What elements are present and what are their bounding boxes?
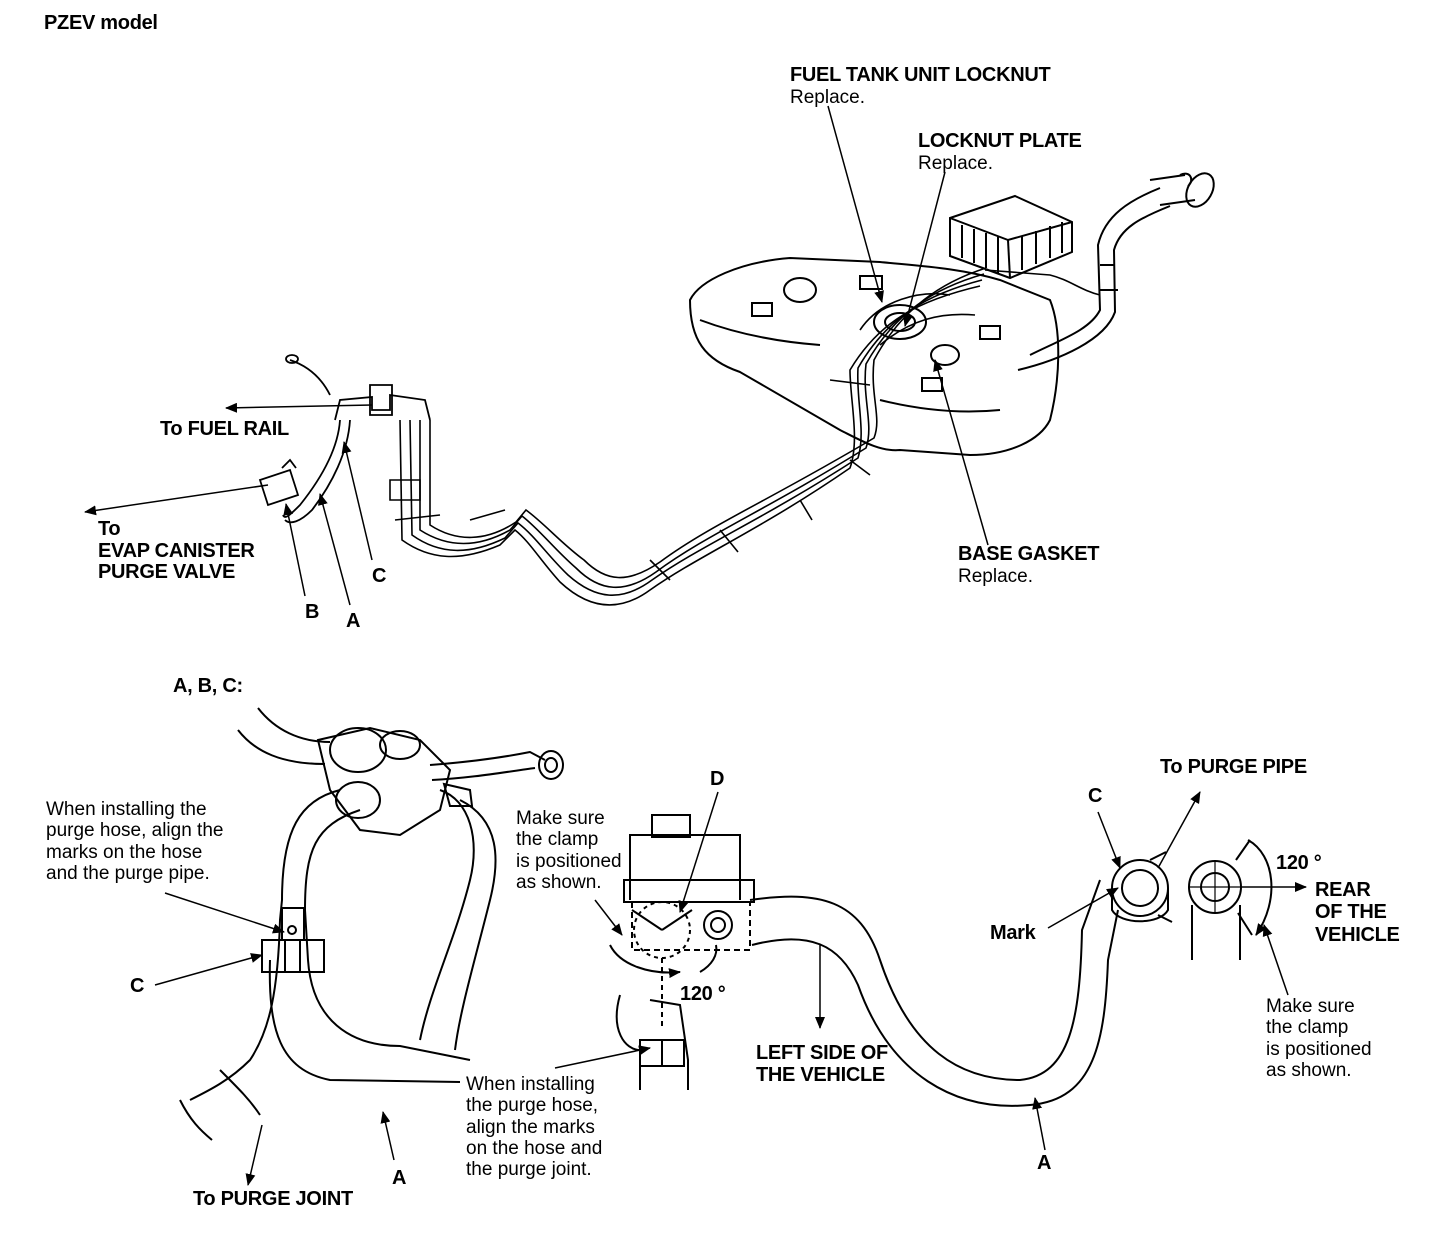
fuel-evap-lines xyxy=(390,268,1100,605)
filler-neck xyxy=(1018,168,1219,370)
callout-a-left: A xyxy=(392,1167,407,1189)
mark-label: Mark xyxy=(990,922,1036,944)
left-side-of-vehicle-label: LEFT SIDE OF THE VEHICLE xyxy=(756,1042,888,1087)
base-gasket-label: BASE GASKET xyxy=(958,543,1100,565)
bottom-right-leaders xyxy=(1048,791,1307,995)
callout-d: D xyxy=(710,768,725,790)
bottom-left-leaders xyxy=(155,893,394,1186)
clamp-detail-right xyxy=(1112,840,1271,960)
to-evap-label-line2: EVAP CANISTER xyxy=(98,540,255,562)
to-evap-label-line3: PURGE VALVE xyxy=(98,561,236,583)
callout-c-right: C xyxy=(1088,785,1103,807)
evap-canister xyxy=(950,196,1072,278)
callout-a-top: A xyxy=(346,610,361,632)
to-fuel-rail-label: To FUEL RAIL xyxy=(160,418,289,440)
make-sure-note-right: Make sure the clamp is positioned as sho… xyxy=(1266,996,1372,1081)
bottom-center-leaders xyxy=(555,792,1045,1150)
angle-label-right: 120 ° xyxy=(1276,852,1322,874)
fuel-tank-unit-locknut-note: Replace. xyxy=(790,87,865,108)
to-purge-joint-label: To PURGE JOINT xyxy=(193,1188,353,1210)
callout-c-left: C xyxy=(130,975,145,997)
purge-valve-detail xyxy=(238,708,563,835)
callout-b-top: B xyxy=(305,601,320,623)
note-purge-joint: When installing the purge hose, align th… xyxy=(466,1074,603,1181)
top-leaders xyxy=(84,106,988,605)
locknut-plate-note: Replace. xyxy=(918,153,993,174)
note-purge-pipe: When installing the purge hose, align th… xyxy=(46,799,224,884)
callout-c-top: C xyxy=(372,565,387,587)
angle-label-center: 120 ° xyxy=(680,983,726,1005)
page-title: PZEV model xyxy=(44,12,158,34)
rear-of-vehicle-label: REAR OF THE VEHICLE xyxy=(1315,879,1400,946)
callout-a-right: A xyxy=(1037,1152,1052,1174)
make-sure-note-center: Make sure the clamp is positioned as sho… xyxy=(516,808,622,893)
to-purge-pipe-label: To PURGE PIPE xyxy=(1160,756,1307,778)
base-gasket-note: Replace. xyxy=(958,566,1033,587)
to-evap-label-line1: To xyxy=(98,518,121,540)
locknut-plate-label: LOCKNUT PLATE xyxy=(918,130,1082,152)
fuel-tank-unit-locknut-label: FUEL TANK UNIT LOCKNUT xyxy=(790,64,1051,86)
fuel-tank xyxy=(690,258,1058,455)
abc-header: A, B, C: xyxy=(173,675,243,697)
